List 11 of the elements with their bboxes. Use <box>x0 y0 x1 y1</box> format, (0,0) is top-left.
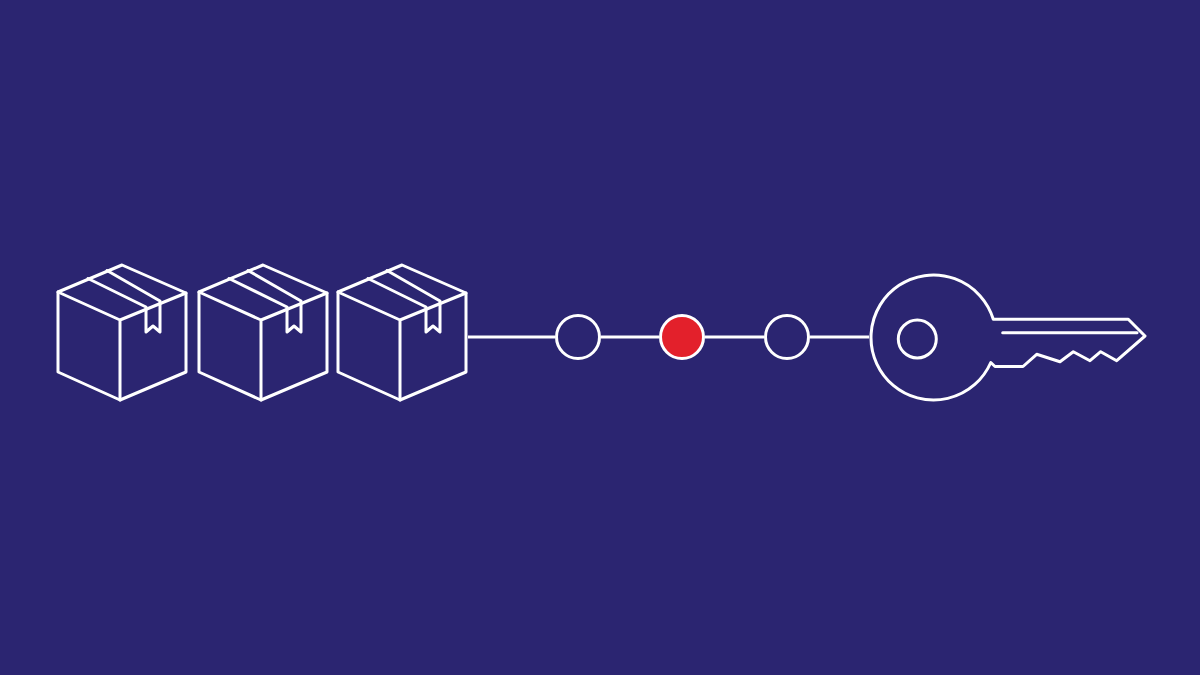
circle-node <box>659 314 705 360</box>
connector-line <box>705 335 764 339</box>
package-icon <box>56 263 188 402</box>
package-icon <box>336 263 468 402</box>
circle-node <box>555 314 601 360</box>
circle-node <box>764 314 810 360</box>
key-icon <box>869 273 1149 403</box>
connector-line <box>810 335 869 339</box>
connector-line <box>468 335 555 339</box>
package-icon <box>197 263 329 402</box>
connector-line <box>601 335 659 339</box>
